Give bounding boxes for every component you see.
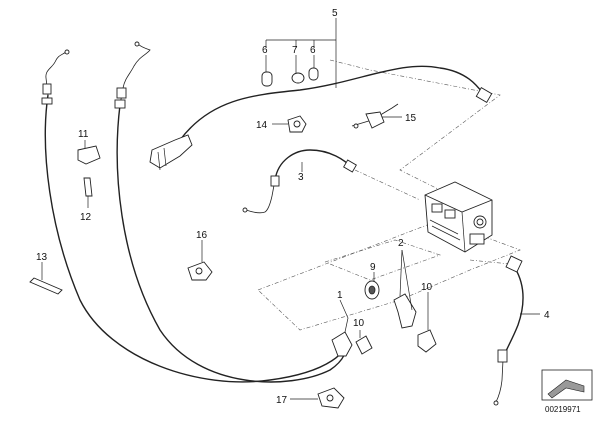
connector-elbow-1 [331,331,353,357]
callout-10a: 10 [421,282,433,293]
callout-17: 17 [276,395,288,406]
callout-14: 14 [256,120,268,131]
clip-14-hole [293,120,301,128]
callout-11: 11 [78,129,89,140]
sensor-5-rib-b [163,147,167,167]
cable-4-plug [505,255,523,273]
part-6-right [308,67,319,81]
leader-2a [399,249,403,297]
frame-inner [324,239,441,281]
callout-1: 1 [337,290,343,301]
callout-13: 13 [36,252,48,263]
cable-5 [179,65,486,141]
clip-11 [77,145,101,165]
cable-5-end-plug [475,87,493,103]
screw-12 [83,177,93,197]
cable-1-ferrule-b [116,87,127,99]
sensor-5-rib-a [157,151,161,171]
cable-1 [116,104,347,383]
frame-lower [257,219,521,331]
part-7 [291,72,305,84]
connector-2-body [393,293,417,329]
cable-left-end [45,51,67,96]
callout-10b: 10 [353,318,365,329]
cable-4-ferrule [497,349,508,363]
cable-3 [274,149,353,181]
cap-10-right [417,329,437,353]
callout-12: 12 [80,212,92,223]
cable-left-outer [44,94,347,383]
clip-16-hole [195,267,203,275]
cable-1-ferrule-a [114,99,126,109]
callout-4: 4 [544,310,550,321]
bracket-15-body [365,111,385,129]
cable-1-end [119,43,151,106]
callout-6b: 6 [310,45,316,56]
cable-4-tail [495,359,504,403]
callout-7: 7 [292,45,298,56]
grommet-9-hole [368,285,376,295]
cable-3-ferrule [270,175,280,187]
cap-10-left [355,335,373,355]
frame-link-3 [354,169,421,201]
cable-left-ferrule-a [41,97,53,105]
diagram-code: 00219971 [545,405,581,414]
sensor-5 [149,134,193,169]
callout-16: 16 [196,230,208,241]
leader-1 [339,299,349,333]
callout-5: 5 [332,8,338,19]
bracket-15-screw [353,123,359,129]
orientation-car-icon [547,379,585,399]
control-module [424,181,493,253]
callout-3: 3 [298,172,304,183]
cable-left-ferrule-b [42,83,52,95]
cable-4-tip [493,400,499,406]
cable-left-tip [64,49,70,55]
cable-3-tip [242,207,248,213]
frame-upper [329,59,501,196]
cable-3-tail [245,179,276,214]
leader-2b [401,249,413,311]
cable-3-plug [343,159,357,173]
cable-4 [502,267,524,361]
part-6-left [261,71,273,87]
cable-1-tip [134,41,140,47]
pin-13 [29,277,63,295]
callout-2: 2 [398,238,404,249]
callout-15: 15 [405,113,417,124]
clip-17-hole [326,394,334,402]
callout-9: 9 [370,262,376,273]
callout-6a: 6 [262,45,268,56]
